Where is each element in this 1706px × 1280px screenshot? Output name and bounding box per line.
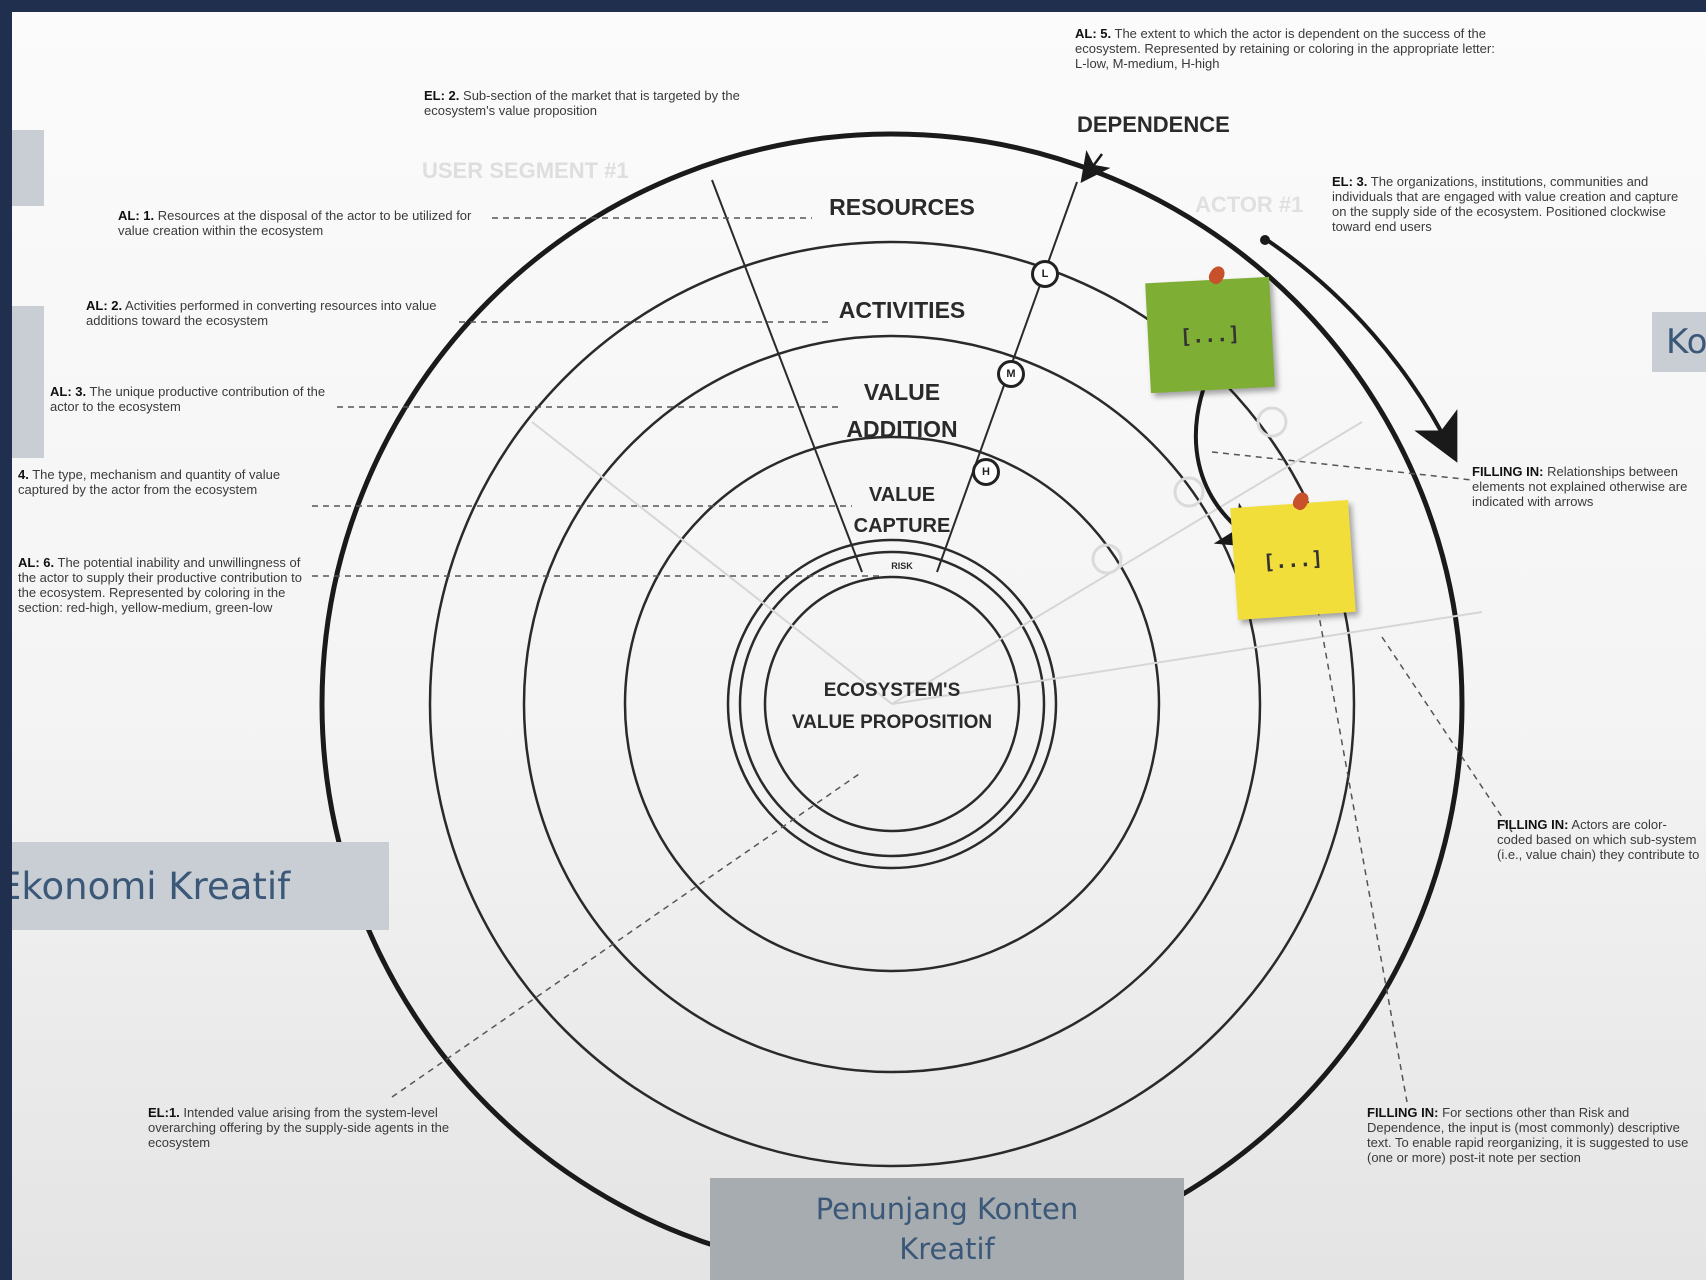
center-ring xyxy=(763,575,1021,833)
value-capture-label-1: VALUE xyxy=(868,484,936,506)
left-overlay-label: Ekonomi Kreatif xyxy=(12,842,389,930)
value-capture-ring xyxy=(726,538,1058,870)
resources-ring xyxy=(428,240,1356,1168)
dependence-badge-low: L xyxy=(1031,260,1059,288)
note-al3: AL: 3. The unique productive contributio… xyxy=(50,384,326,414)
resources-label: RESOURCES xyxy=(829,194,975,220)
center-label-1: ECOSYSTEM'S xyxy=(823,680,961,701)
risk-ring xyxy=(738,550,1046,858)
bottom-overlay-text-1: Penunjang Konten xyxy=(815,1192,1079,1226)
value-addition-label-2: ADDITION xyxy=(846,416,958,442)
note-al1: AL: 1. Resources at the disposal of the … xyxy=(118,208,472,238)
green-sticky-note[interactable]: [...] xyxy=(1145,276,1275,394)
yellow-sticky-text: [...] xyxy=(1262,545,1324,575)
note-el2: EL: 2. Sub-section of the market that is… xyxy=(424,88,740,118)
note-al6: AL: 6. The potential inability and unwil… xyxy=(18,555,302,615)
center-label-2: VALUE PROPOSITION xyxy=(791,712,993,733)
value-capture-label-2: CAPTURE xyxy=(853,515,951,537)
dependence-badge-high: H xyxy=(972,458,1000,486)
right-overlay-text: Ko xyxy=(1666,322,1706,362)
left-grey-tab-1 xyxy=(12,130,44,206)
actor-label: ACTOR #1 xyxy=(1195,192,1304,217)
dependence-badge-medium: M xyxy=(997,360,1025,388)
sector-line-left xyxy=(711,179,863,573)
diagram-canvas: RESOURCES ACTIVITIES VALUE ADDITION VALU… xyxy=(12,12,1706,1280)
yellow-sticky-note[interactable]: [...] xyxy=(1230,500,1356,620)
clockwise-arrow xyxy=(1265,238,1458,463)
activities-label: ACTIVITIES xyxy=(838,297,966,323)
right-overlay-label: Ko xyxy=(1652,312,1706,372)
left-overlay-text: Ekonomi Kreatif xyxy=(12,864,291,908)
dependence-title: DEPENDENCE xyxy=(1077,112,1230,137)
note-filling-in-2: FILLING IN: Actors are color-coded based… xyxy=(1497,817,1700,862)
bottom-overlay-label: Penunjang Konten Kreatif xyxy=(710,1178,1184,1280)
note-el1: EL:1. Intended value arising from the sy… xyxy=(148,1105,450,1150)
note-al5: AL: 5. The extent to which the actor is … xyxy=(1075,26,1495,71)
value-addition-ring xyxy=(623,435,1161,973)
bottom-overlay-text-2: Kreatif xyxy=(899,1232,995,1266)
value-addition-label-1: VALUE xyxy=(863,379,941,405)
left-grey-tab-2 xyxy=(12,306,44,458)
note-filling-in-1: FILLING IN: Relationships between elemen… xyxy=(1472,464,1688,509)
note-al4: 4. The type, mechanism and quantity of v… xyxy=(18,467,281,497)
note-filling-in-3: FILLING IN: For sections other than Risk… xyxy=(1367,1105,1689,1165)
note-al2: AL: 2. Activities performed in convertin… xyxy=(86,298,437,328)
risk-label: RISK xyxy=(891,561,913,571)
user-segment-label: USER SEGMENT #1 xyxy=(422,158,629,183)
green-sticky-text: [...] xyxy=(1179,321,1241,349)
note-el3: EL: 3. The organizations, institutions, … xyxy=(1332,174,1679,234)
activities-ring xyxy=(522,334,1262,1074)
